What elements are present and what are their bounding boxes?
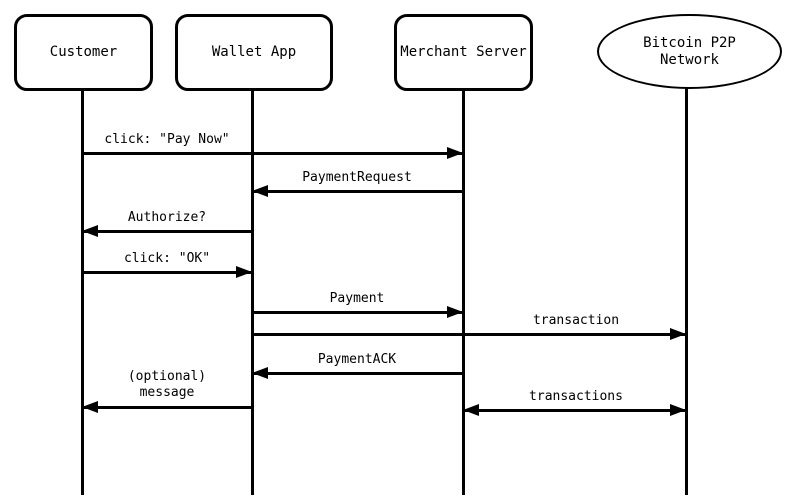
message-line: [82, 230, 252, 233]
message-line: [252, 311, 463, 314]
message-label: click: "OK": [123, 251, 211, 266]
message-line: [252, 333, 686, 336]
arrowhead-right-icon: [447, 147, 463, 159]
arrowhead-left-icon: [82, 401, 98, 413]
message-line: [252, 372, 463, 375]
message-line: [463, 409, 686, 412]
arrowhead-right-icon: [670, 404, 686, 416]
lifeline-bitcoin-p2p: [685, 87, 688, 495]
actor-label-customer: Customer: [49, 44, 118, 60]
message-label: Authorize?: [127, 210, 207, 225]
message-label: (optional) message: [127, 369, 207, 400]
actor-label-merchant-server: Merchant Server: [400, 44, 527, 60]
message-line: [82, 406, 252, 409]
message-label: PaymentRequest: [302, 170, 412, 185]
arrowhead-right-icon: [670, 328, 686, 340]
actor-ellipse-bitcoin-p2p-network: Bitcoin P2P Network: [597, 14, 782, 89]
actor-box-customer: Customer: [14, 14, 153, 91]
message-line: [252, 190, 463, 193]
lifeline-merchant-server: [462, 89, 465, 495]
actor-label-wallet-app: Wallet App: [211, 44, 297, 60]
message-line: [82, 271, 252, 274]
arrowhead-left-icon: [252, 367, 268, 379]
message-label: transactions: [529, 389, 623, 404]
message-line: [82, 152, 463, 155]
arrowhead-left-icon: [252, 185, 268, 197]
actor-box-wallet-app: Wallet App: [175, 14, 333, 91]
message-label: transaction: [532, 313, 620, 328]
lifeline-customer: [81, 89, 84, 495]
arrowhead-left-icon: [463, 404, 479, 416]
arrowhead-right-icon: [447, 306, 463, 318]
message-label: Payment: [329, 291, 385, 306]
actor-box-merchant-server: Merchant Server: [394, 14, 533, 91]
actor-label-bitcoin-p2p-network: Bitcoin P2P Network: [643, 34, 736, 68]
lifeline-wallet-app: [251, 89, 254, 495]
arrowhead-right-icon: [236, 266, 252, 278]
arrowhead-left-icon: [82, 225, 98, 237]
message-label: PaymentACK: [317, 352, 397, 367]
message-label: click: "Pay Now": [104, 132, 230, 147]
